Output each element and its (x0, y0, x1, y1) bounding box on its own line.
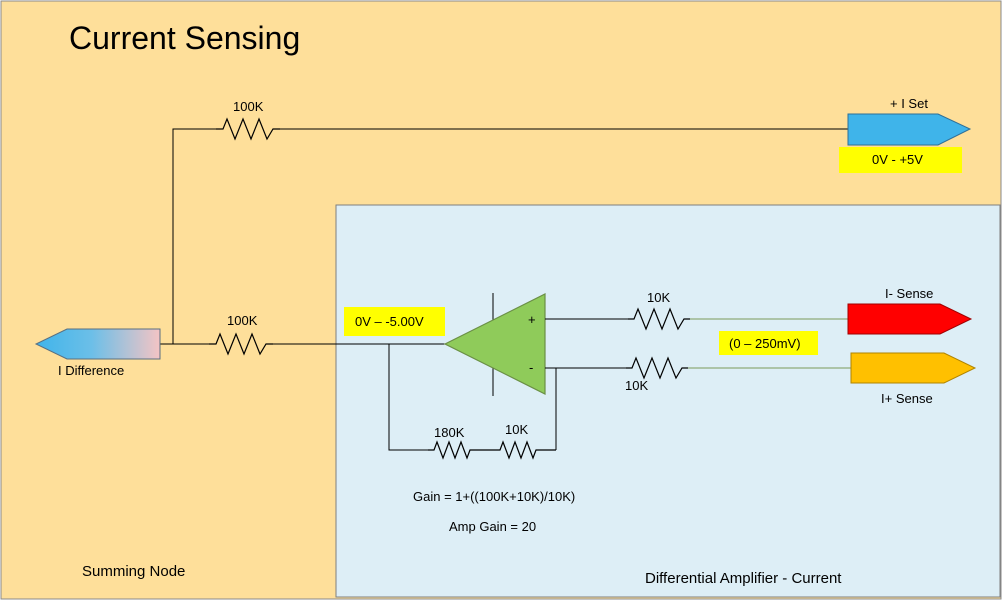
page-title: Current Sensing (69, 20, 300, 56)
opamp-triangle (443, 293, 546, 395)
port-i-set (847, 113, 972, 146)
opamp-minus-label: - (529, 360, 533, 375)
port-i-minus-sense-label: I- Sense (885, 286, 933, 301)
highlight-set-range (839, 147, 962, 173)
resistor-mid (209, 332, 273, 356)
port-i-plus-sense (850, 352, 977, 384)
resistor-plus-10k (628, 307, 690, 331)
sense-range-text: (0 – 250mV) (729, 336, 801, 351)
set-range-text: 0V - +5V (872, 152, 923, 167)
port-i-difference-label: I Difference (58, 363, 124, 378)
opamp-plus-label: + (528, 312, 536, 327)
r-plus-label: 10K (647, 290, 670, 305)
amp-gain: Amp Gain = 20 (449, 519, 536, 534)
diff-amp-panel (335, 204, 1001, 598)
resistor-fb-10k (494, 440, 556, 460)
out-range-text: 0V – -5.00V (355, 314, 424, 329)
highlight-out-range (344, 307, 445, 336)
r-mid-label: 100K (227, 313, 258, 328)
resistor-fb-180k (428, 440, 494, 460)
r-fb1-label: 180K (434, 425, 465, 440)
resistor-minus-10k (626, 356, 688, 380)
summing-node-label: Summing Node (82, 563, 185, 580)
highlight-sense-range (719, 331, 818, 355)
r-top-label: 100K (233, 99, 264, 114)
resistor-top (216, 117, 280, 141)
diff-amp-label: Differential Amplifier - Current (645, 570, 842, 587)
port-i-difference (34, 328, 161, 360)
wire-feedback-left (388, 344, 428, 451)
gain-formula: Gain = 1+((100K+10K)/10K) (413, 489, 575, 504)
r-minus-label: 10K (625, 378, 648, 393)
port-i-plus-sense-label: I+ Sense (881, 391, 933, 406)
port-i-set-label: + I Set (890, 96, 928, 111)
port-i-minus-sense (847, 303, 973, 335)
r-fb2-label: 10K (505, 422, 528, 437)
